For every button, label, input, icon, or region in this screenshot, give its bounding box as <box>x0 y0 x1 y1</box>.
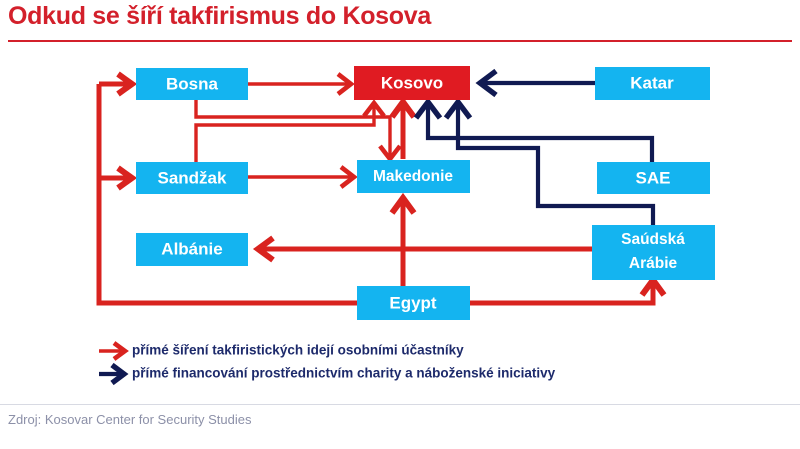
edge-sae-to-kosovo <box>413 97 655 162</box>
red-arrow-icon <box>99 341 129 361</box>
node-makedonie-label: Makedonie <box>373 168 453 185</box>
node-bosna-label: Bosna <box>166 74 219 93</box>
edge-bosna-to-kosovo <box>248 72 355 96</box>
legend-ideas-label: přímé šíření takfiristických idejí osobn… <box>132 343 464 358</box>
navy-arrow-icon <box>99 362 129 386</box>
page-title: Odkud se šíří takfirismus do Kosova <box>8 2 431 30</box>
node-sae-label: SAE <box>636 168 671 187</box>
node-albanie[interactable]: Albánie <box>136 233 248 266</box>
legend-item-funding: přímé financování prostřednictvím charit… <box>99 362 556 386</box>
node-kosovo[interactable]: Kosovo <box>354 66 470 100</box>
takfirism-flow-diagram: Bosna Kosovo Katar Sandžak Makedonie SAE… <box>0 44 800 396</box>
node-sae[interactable]: SAE <box>597 162 710 194</box>
legend-item-ideas: přímé šíření takfiristických idejí osobn… <box>99 341 464 361</box>
node-sandzak[interactable]: Sandžak <box>136 162 248 194</box>
node-egypt-label: Egypt <box>389 293 437 312</box>
footer-divider <box>0 404 800 405</box>
edge-egypt-to-makedonie <box>389 192 417 286</box>
edge-sandzak-to-kosovo <box>194 99 386 193</box>
node-makedonie[interactable]: Makedonie <box>357 160 470 193</box>
node-katar-label: Katar <box>630 73 674 92</box>
node-egypt[interactable]: Egypt <box>357 286 470 320</box>
edge-katar-to-kosovo <box>475 68 595 98</box>
node-saudska-arabie[interactable]: Saúdská Arábie <box>592 225 715 280</box>
edge-saudska-to-albanie <box>252 235 592 263</box>
node-saudska-label-line2: Arábie <box>629 255 678 272</box>
title-divider <box>8 40 792 42</box>
node-kosovo-label: Kosovo <box>381 73 443 92</box>
legend-funding-label: přímé financování prostřednictvím charit… <box>132 366 556 381</box>
edge-saudska-to-kosovo <box>443 97 656 225</box>
source-attribution: Zdroj: Kosovar Center for Security Studi… <box>8 412 252 427</box>
node-albanie-label: Albánie <box>161 239 222 258</box>
edge-egypt-to-saudska <box>470 274 667 306</box>
edge-egypt-to-bosna-sandzak <box>96 71 357 306</box>
node-saudska-label-line1: Saúdská <box>621 231 685 248</box>
node-sandzak-label: Sandžak <box>158 168 228 187</box>
edge-sandzak-to-makedonie <box>248 165 358 189</box>
node-bosna[interactable]: Bosna <box>136 68 248 100</box>
node-katar[interactable]: Katar <box>595 67 710 100</box>
edge-bosna-to-makedonie <box>194 100 402 163</box>
edge-makedonie-to-kosovo <box>389 96 417 159</box>
